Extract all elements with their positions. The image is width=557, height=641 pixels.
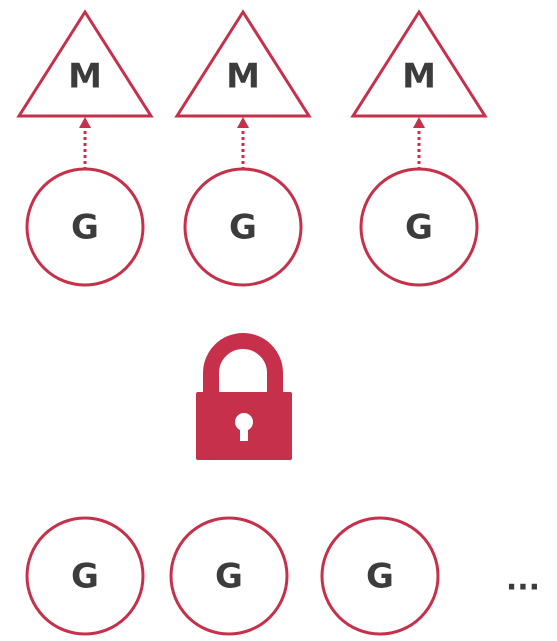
assignment-arrow-3: [413, 117, 425, 170]
queued-goroutine-3: G: [320, 516, 440, 636]
lock-icon: [196, 333, 292, 460]
running-goroutine-2: G: [183, 167, 303, 287]
machine-2: M: [174, 9, 312, 118]
running-goroutine-3: G: [359, 167, 479, 287]
goroutine-label: G: [215, 557, 243, 597]
goroutine-label: G: [71, 557, 99, 597]
machine-label: M: [68, 57, 102, 97]
queued-goroutine-1: G: [25, 516, 145, 636]
machine-label: M: [226, 57, 260, 97]
queued-goroutine-2: G: [169, 516, 289, 636]
machine-label: M: [402, 57, 436, 97]
goroutine-label: G: [405, 208, 433, 248]
goroutine-label: G: [71, 208, 99, 248]
goroutine-label: G: [229, 208, 257, 248]
assignment-arrow-1: [79, 117, 91, 170]
machine-1: M: [16, 9, 154, 118]
assignment-arrow-2: [237, 117, 249, 170]
machine-3: M: [350, 9, 488, 118]
running-goroutine-1: G: [25, 167, 145, 287]
ellipsis: ...: [506, 563, 540, 598]
goroutine-label: G: [366, 557, 394, 597]
